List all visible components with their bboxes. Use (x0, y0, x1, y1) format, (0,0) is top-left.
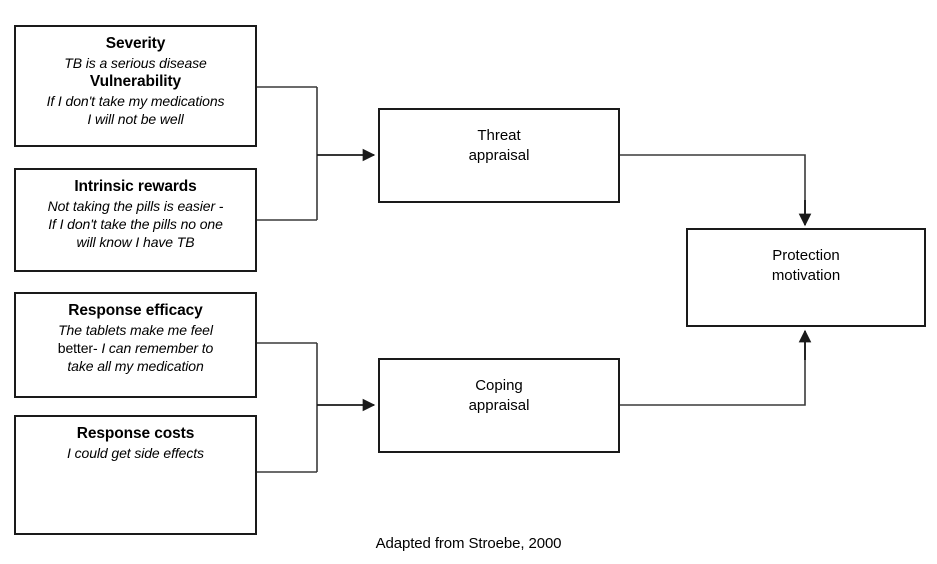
vulnerability-description-line-1: If I don't take my medications (46, 92, 225, 109)
coping-appraisal-label-line-2: appraisal (468, 396, 530, 414)
node-protection-motivation[interactable]: Protection motivation (686, 228, 926, 327)
node-threat-determinants-upper[interactable]: Severity TB is a serious disease Vulnera… (14, 25, 257, 147)
node-body: Coping appraisal (380, 360, 618, 416)
severity-title: Severity (105, 35, 166, 52)
threat-appraisal-label-line-2: appraisal (468, 146, 530, 164)
connector-threat-to-protection (620, 154, 806, 221)
vulnerability-title: Vulnerability (89, 73, 182, 91)
response-efficacy-line-2-roman: better- (57, 340, 98, 357)
node-response-efficacy[interactable]: Response efficacy The tablets make me fe… (14, 292, 257, 398)
intrinsic-rewards-title: Intrinsic rewards (74, 178, 197, 195)
response-efficacy-description-line-2: better- I can remember to (24, 339, 247, 357)
intrinsic-rewards-description-line-1: Not taking the pills is easier - (47, 197, 224, 214)
response-efficacy-line-2-italic: I can remember to (101, 340, 214, 357)
node-body: Threat appraisal (380, 110, 618, 166)
response-efficacy-description-line-1: The tablets make me feel (58, 321, 213, 338)
severity-description: TB is a serious disease (64, 54, 207, 71)
node-body: Severity TB is a serious disease Vulnera… (16, 27, 255, 128)
diagram-caption: Adapted from Stroebe, 2000 (375, 535, 562, 552)
intrinsic-rewards-description-line-3: will know I have TB (76, 234, 195, 251)
protection-motivation-label-line-2: motivation (771, 266, 841, 284)
node-intrinsic-rewards[interactable]: Intrinsic rewards Not taking the pills i… (14, 168, 257, 272)
node-body: Response costs I could get side effects (16, 417, 255, 462)
threat-appraisal-label-line-1: Threat (477, 127, 521, 144)
response-costs-description: I could get side effects (67, 444, 204, 461)
vulnerability-description-line-2: I will not be well (87, 111, 184, 128)
node-response-costs[interactable]: Response costs I could get side effects (14, 415, 257, 535)
coping-appraisal-label-line-1: Coping (475, 377, 523, 394)
intrinsic-rewards-description-line-2: If I don't take the pills no one (48, 216, 223, 233)
node-coping-appraisal[interactable]: Coping appraisal (378, 358, 620, 453)
node-threat-appraisal[interactable]: Threat appraisal (378, 108, 620, 203)
response-costs-title: Response costs (76, 425, 195, 442)
protection-motivation-label-line-1: Protection (772, 247, 840, 264)
response-efficacy-description-line-3: take all my medication (67, 358, 204, 375)
node-body: Response efficacy The tablets make me fe… (16, 294, 255, 375)
node-body: Protection motivation (688, 230, 924, 286)
response-efficacy-title: Response efficacy (68, 302, 203, 319)
connector-coping-to-protection (620, 334, 806, 406)
node-body: Intrinsic rewards Not taking the pills i… (16, 170, 255, 251)
